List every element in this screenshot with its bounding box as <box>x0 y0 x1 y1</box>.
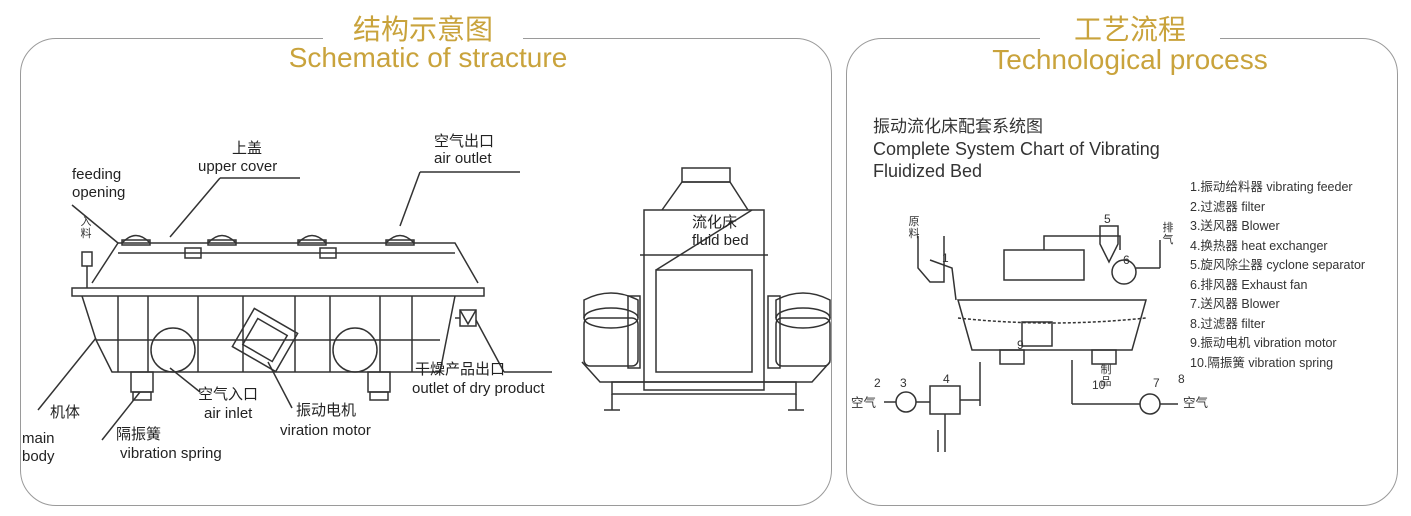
legend-item: 8.过滤器 filter <box>1190 316 1266 331</box>
dry-outlet-label-cn: 干燥产品出口 <box>415 361 506 378</box>
callout-6: 6 <box>1123 253 1130 267</box>
raw-material-label: 原料 <box>908 215 920 240</box>
process-title-en: Technological process <box>960 44 1300 76</box>
callout-10: 10 <box>1092 378 1106 392</box>
callout-3: 3 <box>900 376 907 390</box>
schematic-title-cn: 结构示意图 <box>323 8 523 48</box>
system-chart-caption-en-2: Fluidized Bed <box>873 161 983 181</box>
fluid-bed-label-en: fluid bed <box>692 232 749 249</box>
callout-7: 7 <box>1153 376 1160 390</box>
legend-item: 4.换热器 heat exchanger <box>1190 238 1328 253</box>
legend-item: 2.过滤器 filter <box>1190 199 1266 214</box>
main-body-label-cn: 机体 <box>50 404 81 421</box>
vibration-motor-label-en: viration motor <box>280 422 371 439</box>
upper-cover-label-en: upper cover <box>198 158 278 175</box>
callout-9: 9 <box>1017 338 1024 352</box>
process-title-cn: 工艺流程 <box>1040 8 1220 48</box>
legend-item: 7.送风器 Blower <box>1190 297 1280 311</box>
system-chart-caption-cn: 振动流化床配套系统图 <box>873 117 1043 136</box>
process-panel <box>846 38 1398 506</box>
system-chart-caption-en-1: Complete System Chart of Vibrating <box>873 139 1160 159</box>
legend-item: 3.送风器 Blower <box>1190 219 1280 233</box>
air-in-right-label: 空气 <box>1183 396 1209 410</box>
vibration-motor-label-cn: 振动电机 <box>296 402 357 419</box>
exhaust-label: 排气 <box>1162 221 1174 246</box>
legend-item: 10.隔振簧 vibration spring <box>1190 355 1334 370</box>
callout-1: 1 <box>942 251 949 265</box>
legend-item: 6.排风器 Exhaust fan <box>1190 277 1308 292</box>
feeding-opening-label-1: feeding <box>72 166 122 183</box>
component-legend: 1.振动给料器 vibrating feeder 2.过滤器 filter 3.… <box>1190 176 1365 371</box>
legend-item: 1.振动给料器 vibrating feeder <box>1190 180 1353 194</box>
schematic-panel <box>20 38 832 506</box>
callout-2: 2 <box>874 376 881 390</box>
legend-item: 9.振动电机 vibration motor <box>1190 336 1337 350</box>
main-body-label-en-1: main <box>22 430 55 447</box>
callout-5: 5 <box>1104 212 1111 226</box>
air-inlet-label-cn: 空气入口 <box>198 386 259 403</box>
feeding-opening-label-2: opening <box>72 184 126 201</box>
vibration-spring-label-en: vibration spring <box>120 445 222 462</box>
callout-4: 4 <box>943 372 950 386</box>
air-in-left-label: 空气 <box>851 396 877 410</box>
air-inlet-label-en: air inlet <box>204 405 253 422</box>
fluid-bed-label-cn: 流化床 <box>692 214 738 231</box>
product-label: 制品 <box>1100 363 1112 388</box>
callout-8: 8 <box>1178 372 1185 386</box>
dry-outlet-label-en: outlet of dry product <box>412 380 545 397</box>
air-outlet-label-cn: 空气出口 <box>434 133 495 150</box>
upper-cover-label-cn: 上盖 <box>232 140 263 157</box>
air-outlet-label-en: air outlet <box>434 150 492 167</box>
legend-item: 5.旋风除尘器 cyclone separator <box>1190 258 1366 272</box>
schematic-title-en: Schematic of stracture <box>258 42 598 74</box>
main-body-label-en-2: body <box>22 448 55 465</box>
vibration-spring-label-cn: 隔振簧 <box>116 426 162 443</box>
feed-in-label: 入料 <box>80 215 92 240</box>
